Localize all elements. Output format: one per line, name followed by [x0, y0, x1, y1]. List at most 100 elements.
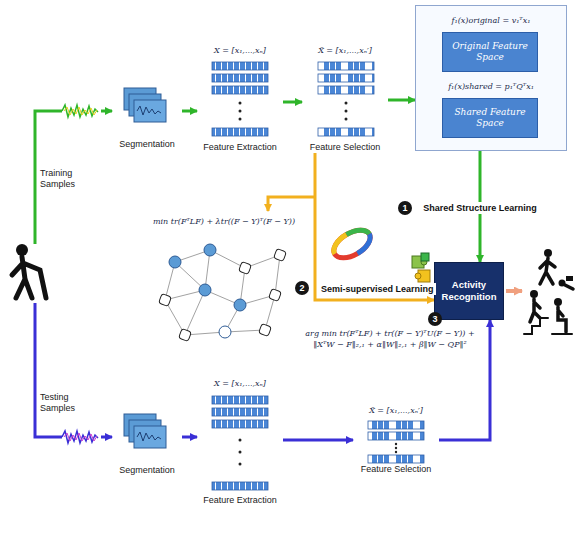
signal-wave — [64, 107, 97, 115]
stage-caption: Segmentation — [112, 138, 182, 150]
feature-matrix — [212, 396, 268, 404]
signal-wave — [64, 433, 97, 441]
selected-matrix — [318, 62, 374, 136]
person-icon — [16, 244, 28, 256]
stage-node: X = [x₁,...,xₙ] Feature Extraction — [197, 45, 283, 153]
graph-illustration — [204, 244, 216, 256]
activity-icons — [530, 290, 538, 298]
connector-arrow — [283, 439, 353, 442]
graph-illustration — [199, 284, 211, 296]
selected-matrix — [395, 447, 397, 449]
stage-caption: Feature Selection — [302, 141, 388, 153]
icon-space — [197, 57, 283, 141]
selected-matrix — [368, 455, 424, 463]
feature-matrix — [212, 86, 268, 94]
arrow — [101, 110, 112, 113]
icon-space — [353, 417, 439, 463]
manifold-icon — [329, 224, 375, 263]
selected-matrix — [345, 110, 348, 113]
graph-illustration — [239, 262, 252, 275]
activity-icons — [558, 307, 566, 332]
feature-matrix — [239, 110, 242, 113]
icon-space — [197, 390, 283, 494]
puzzle-icon — [415, 273, 421, 279]
graph-illustration — [234, 299, 246, 311]
connector-arrow — [283, 101, 302, 104]
feature-matrix — [239, 451, 242, 454]
box-text: Original Feature Space — [443, 41, 537, 63]
activity-icons — [552, 333, 572, 335]
branch-arrow — [268, 197, 315, 211]
formula-text: X = [x₁,...,xₙ] — [197, 45, 283, 57]
process-box: Original Feature Space — [442, 32, 538, 72]
graph-illustration — [269, 289, 282, 302]
connector-arrow — [182, 436, 197, 439]
stage-caption: Feature Extraction — [197, 141, 283, 153]
icon-space — [112, 408, 182, 464]
formula-text: f₁(x)original = v₁ᵀx₁ — [416, 15, 566, 26]
selected-matrix — [318, 128, 374, 136]
box-text: Activity Recognition — [438, 279, 500, 303]
feature-matrix — [212, 482, 268, 490]
feature-matrix — [239, 118, 242, 121]
callout-number: 1 — [398, 201, 412, 215]
stage-caption: Feature Selection — [353, 463, 439, 475]
feature-matrix — [239, 439, 242, 442]
feature-matrix — [212, 396, 268, 490]
feature-matrix — [212, 74, 268, 82]
feature-matrix — [212, 62, 268, 70]
edge-label: Semi-supervised Learning — [319, 283, 436, 295]
feature-space-panel: f₁(x)original = v₁ᵀx₁f₁(x)shared = p₁ᵀQᵀ… — [415, 5, 567, 151]
graph-illustration — [169, 256, 181, 268]
graph-illustration — [165, 250, 280, 335]
stage-caption: Feature Extraction — [197, 494, 283, 506]
graph-illustration — [219, 326, 231, 338]
feature-matrix — [212, 408, 268, 416]
formula-text: X̃ = [x₁,...,xₙ′] — [302, 45, 388, 57]
selected-matrix — [395, 451, 397, 453]
selected-matrix — [395, 443, 397, 445]
manifold-icon — [329, 234, 352, 254]
arrow — [101, 436, 112, 439]
selected-matrix — [318, 74, 374, 82]
manifold-icon — [352, 234, 375, 254]
activity-icons — [544, 249, 552, 257]
recognition-box: Activity Recognition — [434, 262, 504, 320]
connector-arrow — [315, 153, 434, 300]
selected-matrix — [345, 118, 348, 121]
graph-illustration — [274, 249, 287, 262]
graph-illustration — [179, 329, 192, 342]
selected-matrix — [368, 421, 424, 463]
signal-wave — [62, 105, 98, 117]
activity-icons — [540, 258, 555, 284]
selected-matrix — [318, 86, 374, 94]
puzzle-icon — [412, 253, 430, 282]
manifold-icon — [329, 224, 375, 263]
graph-illustration — [159, 294, 172, 307]
connector-arrow — [388, 99, 415, 102]
icon-space — [112, 82, 182, 138]
feature-matrix — [212, 128, 268, 136]
activity-icons — [566, 276, 573, 281]
segment-icon — [124, 88, 166, 122]
person-icon — [12, 257, 46, 298]
sample-label: Training Samples — [40, 168, 88, 190]
formula-text: X = [x₁,...,xₙ] — [197, 378, 283, 390]
puzzle-icon — [421, 253, 429, 261]
selected-matrix — [345, 102, 348, 105]
stage-node: Segmentation — [112, 82, 182, 150]
activity-icons — [530, 299, 540, 322]
stage-node: X̃ = [x₁,...,xₙ′] Feature Selection — [302, 45, 388, 153]
activity-icons — [565, 285, 573, 289]
sample-label: Testing Samples — [40, 392, 88, 414]
output-arrow — [506, 289, 522, 293]
feature-matrix — [212, 62, 268, 136]
stage-caption: Segmentation — [112, 464, 182, 476]
feature-matrix — [239, 463, 242, 466]
activity-icons — [524, 318, 548, 334]
connector-arrow — [182, 110, 197, 113]
callout-number: 3 — [428, 312, 442, 326]
manifold-icon — [347, 224, 370, 244]
formula-text: arg min tr(FᵀLF) + tr((F − Y)ᵀU(F − Y)) … — [300, 328, 480, 350]
